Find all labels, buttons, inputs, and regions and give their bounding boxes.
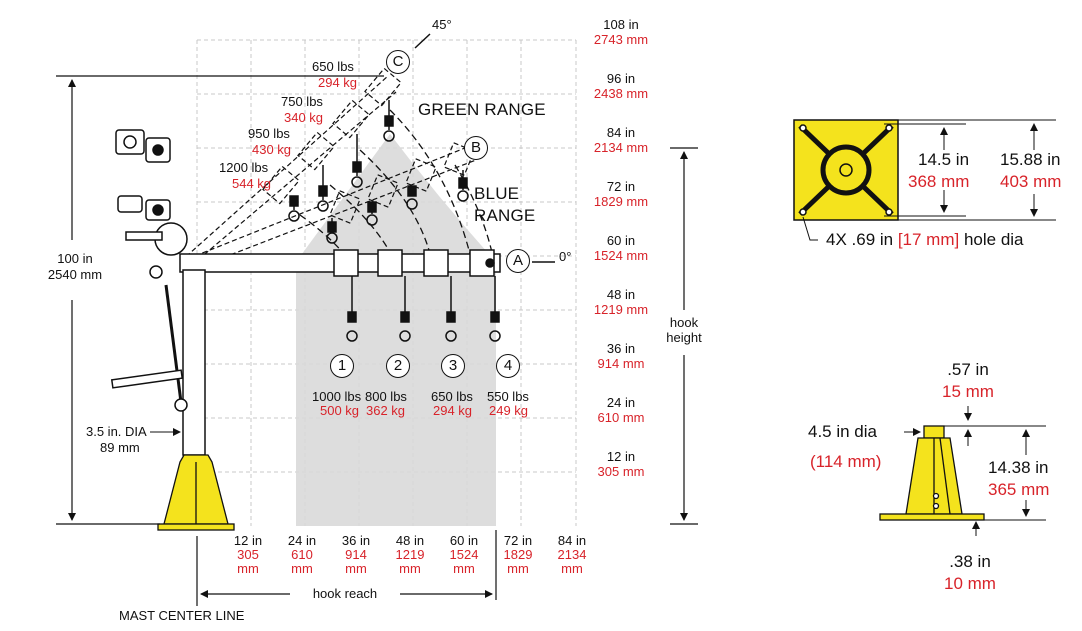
top-dim2-in: 15.88 in (1000, 150, 1061, 169)
hook-reach-dimension (196, 530, 497, 606)
load-position-3-marker: 3 (441, 354, 465, 378)
reach-tick-24-mm: 610 (291, 547, 313, 562)
angled-hooks (288, 100, 469, 244)
reach-tick-84-mm: 2134 (557, 547, 587, 562)
height-tick-72-mm: 1829 mm (593, 194, 649, 209)
reach-tick-84: 84 in (557, 533, 587, 548)
height-tick-84-mm: 2134 mm (593, 140, 649, 155)
reach-tick-24-unit: mm (291, 561, 313, 576)
hole-dia-label: 4X .69 in [17 mm] hole dia (826, 230, 1024, 249)
side-height-in: 14.38 in (988, 458, 1049, 477)
height-tick-60: 60 in (606, 233, 636, 248)
angle-45-line (414, 33, 431, 49)
side-top-mm: 15 mm (942, 382, 994, 401)
height-tick-12: 12 in (606, 449, 636, 464)
mast-base (157, 454, 235, 531)
top-view-dimensions (802, 119, 1056, 241)
hook-reach-label: hook reach (312, 586, 378, 601)
side-plate-mm: 10 mm (944, 574, 996, 593)
mast-dia-mm: 89 mm (100, 440, 140, 455)
horizontal-hooks (346, 276, 501, 342)
overall-height-mm: 2540 mm (47, 267, 103, 282)
horizontal-boom (179, 249, 501, 277)
load-2-kg: 362 kg (366, 403, 406, 418)
reach-tick-12-unit: mm (237, 561, 259, 576)
top-dim1-mm: 368 mm (908, 172, 970, 191)
load-4-kg: 249 kg (489, 403, 529, 418)
position-a-marker: A (506, 249, 530, 273)
height-tick-108-mm: 2743 mm (593, 32, 649, 47)
side-dia-mm: (114 mm) (810, 452, 882, 471)
height-tick-72: 72 in (606, 179, 636, 194)
load-1-lbs: 1000 lbs (312, 389, 362, 404)
reach-tick-60: 60 in (449, 533, 479, 548)
side-view-dimensions (904, 406, 1046, 536)
height-tick-24: 24 in (606, 395, 636, 410)
side-plate-in: .38 in (949, 552, 991, 571)
reach-tick-60-unit: mm (453, 561, 475, 576)
height-tick-48: 48 in (606, 287, 636, 302)
angle-45-label: 45° (432, 17, 452, 32)
reach-tick-24: 24 in (287, 533, 317, 548)
hook-height-dimension (670, 147, 698, 525)
reach-tick-12-mm: 305 (237, 547, 259, 562)
position-b-marker: B (464, 136, 488, 160)
load-1-kg: 500 kg (320, 403, 360, 418)
height-tick-12-mm: 305 mm (597, 464, 645, 479)
blue-range-label-1: BLUE (474, 184, 520, 203)
base-side-view (879, 425, 985, 521)
height-tick-84: 84 in (606, 125, 636, 140)
height-tick-96: 96 in (606, 71, 636, 86)
height-tick-48-mm: 1219 mm (593, 302, 649, 317)
load-3-kg: 294 kg (433, 403, 473, 418)
mast-center-line-label: MAST CENTER LINE (119, 608, 245, 623)
top-dim2-mm: 403 mm (1000, 172, 1062, 191)
hook-height-label-2: height (666, 330, 702, 345)
overall-height-dimension (56, 75, 384, 525)
load-position-4-marker: 4 (496, 354, 520, 378)
load-4-lbs: 550 lbs (487, 389, 529, 404)
reach-tick-48: 48 in (395, 533, 425, 548)
position-c-marker: C (386, 50, 410, 74)
reach-tick-72-mm: 1829 (503, 547, 533, 562)
hook-height-label-1: hook (669, 315, 699, 330)
height-tick-24-mm: 610 mm (597, 410, 645, 425)
angle-0-label: 0° (559, 249, 572, 264)
reach-tick-12: 12 in (233, 533, 263, 548)
reach-tick-72-unit: mm (507, 561, 529, 576)
load-3-lbs: 650 lbs (431, 389, 473, 404)
side-dia-in: 4.5 in dia (808, 422, 877, 441)
mast-dia-in: 3.5 in. DIA (86, 424, 147, 439)
height-tick-36: 36 in (606, 341, 636, 356)
reach-tick-36: 36 in (341, 533, 371, 548)
overall-height-in: 100 in (57, 251, 93, 266)
reach-tick-36-mm: 914 (345, 547, 367, 562)
load-2-lbs: 800 lbs (365, 389, 407, 404)
reach-tick-48-mm: 1219 (395, 547, 425, 562)
height-tick-36-mm: 914 mm (597, 356, 645, 371)
reach-tick-36-unit: mm (345, 561, 367, 576)
blue-range-label-2: RANGE (474, 206, 536, 225)
trolley-icons (115, 129, 171, 221)
reach-tick-72: 72 in (503, 533, 533, 548)
reach-tick-84-unit: mm (561, 561, 583, 576)
top-dim1-in: 14.5 in (918, 150, 970, 169)
load-position-2-marker: 2 (386, 354, 410, 378)
height-tick-60-mm: 1524 mm (593, 248, 649, 263)
mast (110, 222, 206, 456)
base-plate-top-view (793, 119, 899, 221)
coverage-range-area (296, 134, 496, 526)
side-top-in: .57 in (947, 360, 989, 379)
reach-tick-60-mm: 1524 (449, 547, 479, 562)
height-tick-96-mm: 2438 mm (593, 86, 649, 101)
height-tick-108: 108 in (603, 17, 639, 32)
side-height-mm: 365 mm (988, 480, 1050, 499)
green-range-label: GREEN RANGE (418, 100, 546, 119)
angled-booms (179, 67, 477, 273)
reach-tick-48-unit: mm (399, 561, 421, 576)
load-position-1-marker: 1 (330, 354, 354, 378)
